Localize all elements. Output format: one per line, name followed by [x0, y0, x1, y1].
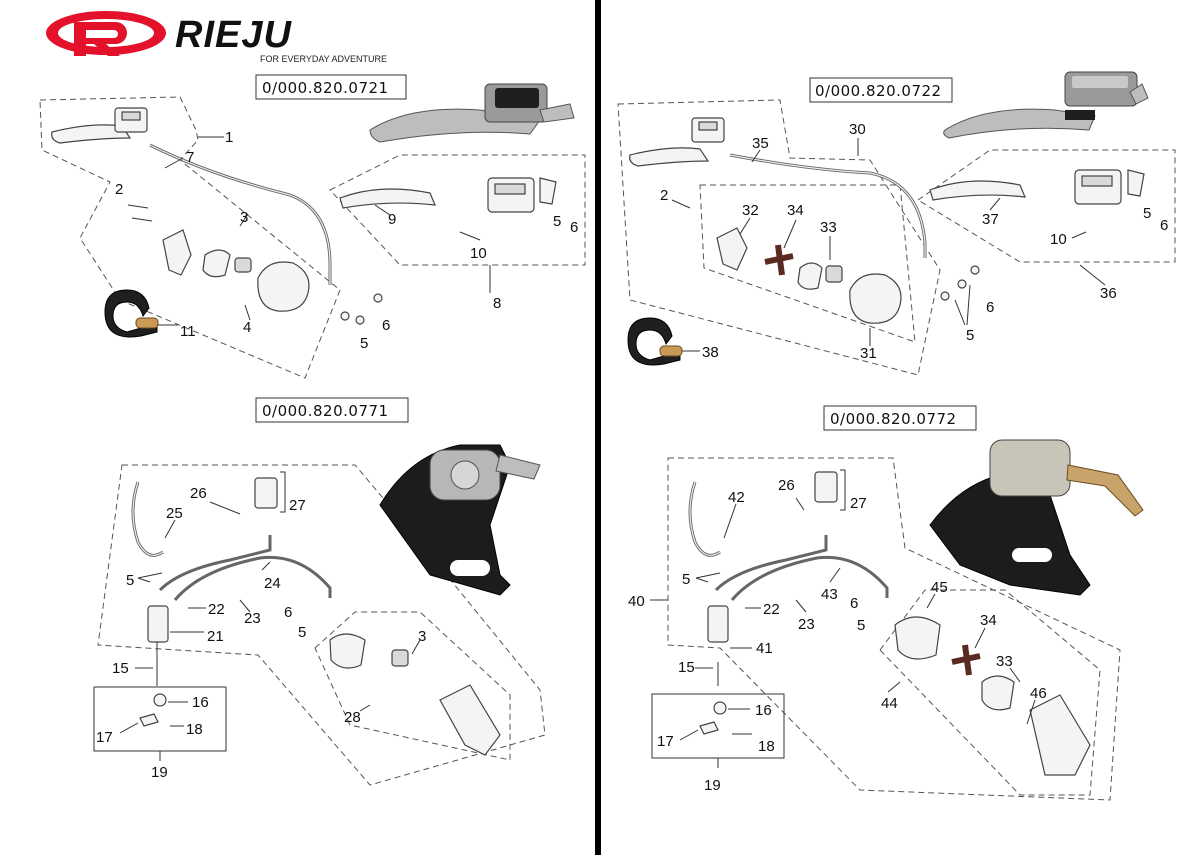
labels-0721: 1 7 2 3 9 10 5 6 8 4 11 5 6 — [115, 129, 578, 352]
callout-21: 21 — [207, 628, 224, 645]
callout-41: 41 — [756, 640, 773, 657]
callout-31: 31 — [860, 345, 877, 362]
callout-28: 28 — [344, 709, 361, 726]
callout-19-left: 19 — [151, 764, 168, 781]
brand-tagline: FOR EVERYDAY ADVENTURE — [260, 54, 387, 64]
callout-7: 7 — [186, 149, 194, 166]
callout-22-right: 22 — [763, 601, 780, 618]
callout-34-front: 34 — [787, 202, 804, 219]
callout-46: 46 — [1030, 685, 1047, 702]
callout-5-bl: 5 — [126, 572, 134, 589]
callout-15-left: 15 — [112, 660, 129, 677]
part-number-box-0721: 0/000.820.0721 — [255, 74, 407, 100]
callout-10-right: 10 — [1050, 231, 1067, 248]
center-divider — [595, 0, 601, 855]
callout-3: 3 — [240, 209, 248, 226]
callout-1: 1 — [225, 129, 233, 146]
callout-22-left: 22 — [208, 601, 225, 618]
callout-26-right: 26 — [778, 477, 795, 494]
callout-6-br: 6 — [850, 595, 858, 612]
callout-36: 36 — [1100, 285, 1117, 302]
labels-0722: 30 35 2 32 34 33 37 5 6 10 36 6 5 31 38 — [660, 121, 1168, 362]
callout-34-rear: 34 — [980, 612, 997, 629]
callout-9: 9 — [388, 211, 396, 228]
part-number-0771: 0/000.820.0771 — [262, 402, 389, 420]
callout-5-br2: 5 — [857, 617, 865, 634]
callout-38: 38 — [702, 344, 719, 361]
part-number-box-0772: 0/000.820.0772 — [823, 405, 977, 431]
hose-clamp-38 — [627, 317, 683, 366]
callout-24: 24 — [264, 575, 281, 592]
part-number-box-0771: 0/000.820.0771 — [255, 397, 409, 423]
rear-caliper-photo-0771 — [379, 444, 541, 596]
callout-5-br: 5 — [682, 571, 690, 588]
callout-18-left: 18 — [186, 721, 203, 738]
callout-33-front: 33 — [820, 219, 837, 236]
callout-11: 11 — [180, 323, 196, 340]
callout-19-right: 19 — [704, 777, 721, 794]
front-brake-assembly-0722 — [617, 71, 1176, 376]
callout-42: 42 — [728, 489, 745, 506]
labels-0772: 26 27 42 5 40 22 23 43 6 5 45 34 41 33 1… — [628, 469, 1047, 794]
front-master-cylinder-photo-0722 — [943, 71, 1149, 139]
callout-6-mr: 6 — [986, 299, 994, 316]
callout-16-right: 16 — [755, 702, 772, 719]
rear-brake-assembly-0771 — [93, 444, 546, 786]
callout-35: 35 — [752, 135, 769, 152]
callout-17-left: 17 — [96, 729, 113, 746]
callout-27-right: 27 — [850, 495, 867, 512]
callout-27-left: 27 — [289, 497, 306, 514]
callout-45: 45 — [931, 579, 948, 596]
part-number-0772: 0/000.820.0772 — [830, 410, 957, 428]
rear-caliper-photo-0772 — [929, 439, 1144, 596]
callout-6-tr: 6 — [1160, 217, 1168, 234]
callout-2: 2 — [115, 181, 123, 198]
callout-44: 44 — [881, 695, 898, 712]
callout-6-bl: 6 — [284, 604, 292, 621]
callout-8: 8 — [493, 295, 501, 312]
callout-25: 25 — [166, 505, 183, 522]
callout-5-mr: 5 — [966, 327, 974, 344]
rear-brake-assembly-0772 — [651, 439, 1144, 801]
callout-15-right: 15 — [678, 659, 695, 676]
callout-33-rear: 33 — [996, 653, 1013, 670]
callout-16-left: 16 — [192, 694, 209, 711]
part-number-0722: 0/000.820.0722 — [815, 82, 942, 100]
adapter-34-front — [764, 244, 794, 276]
callout-5-tr: 5 — [1143, 205, 1151, 222]
callout-5-top: 5 — [553, 213, 561, 230]
callout-4: 4 — [243, 319, 251, 336]
callout-6-top: 6 — [570, 219, 578, 236]
callout-23-left: 23 — [244, 610, 261, 627]
callout-17-right: 17 — [657, 733, 674, 750]
front-master-cylinder-photo-0721 — [369, 83, 575, 143]
callout-10: 10 — [470, 245, 487, 262]
svg-text:RIEJU: RIEJU — [175, 14, 292, 56]
callout-30: 30 — [849, 121, 866, 138]
callout-18-right: 18 — [758, 738, 775, 755]
callout-3-bl: 3 — [418, 628, 426, 645]
part-number-box-0722: 0/000.820.0722 — [809, 77, 953, 103]
callout-2-right: 2 — [660, 187, 668, 204]
callout-43: 43 — [821, 586, 838, 603]
callout-26-left: 26 — [190, 485, 207, 502]
callout-37: 37 — [982, 211, 999, 228]
front-brake-assembly-0721 — [39, 83, 586, 379]
callout-23-right: 23 — [798, 616, 815, 633]
callout-40: 40 — [628, 593, 645, 610]
rieju-logo: RIEJU — [46, 11, 292, 56]
callout-5-bl2: 5 — [298, 624, 306, 641]
labels-0771: 26 27 25 5 24 22 23 21 6 5 3 15 16 17 18… — [96, 471, 426, 781]
part-number-0721: 0/000.820.0721 — [262, 79, 389, 97]
callout-6-bottom: 6 — [382, 317, 390, 334]
callout-32: 32 — [742, 202, 759, 219]
callout-5-bottom: 5 — [360, 335, 368, 352]
hose-clamp-11 — [104, 289, 159, 338]
adapter-34-rear — [951, 644, 981, 676]
